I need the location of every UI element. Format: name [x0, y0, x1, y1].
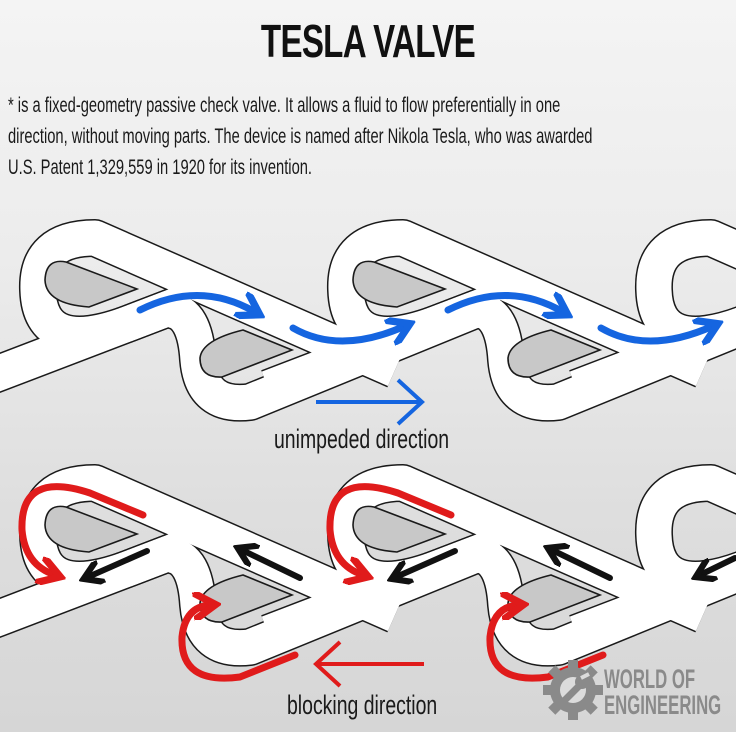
unimpeded-direction-label: unimpeded direction: [274, 424, 450, 454]
backflow-arrows-black: [88, 550, 736, 578]
page-title: TESLA VALVE: [260, 15, 476, 67]
logo-line-2: ENGINEERING: [604, 690, 722, 720]
description-line-1: * is a fixed-geometry passive check valv…: [8, 94, 561, 117]
description: * is a fixed-geometry passive check valv…: [8, 90, 708, 183]
flow-arrows-blue: [136, 295, 713, 341]
blocking-direction-label: blocking direction: [287, 690, 438, 720]
blocking-valve-diagram: [0, 483, 736, 682]
logo-line-1: WORLD OF: [604, 664, 696, 694]
flow-arrows-red: [18, 483, 607, 682]
description-line-2: direction, without moving parts. The dev…: [8, 125, 593, 148]
unimpeded-valve-diagram: [0, 238, 736, 426]
description-line-3: U.S. Patent 1,329,559 in 1920 for its in…: [8, 156, 313, 179]
blocking-direction-arrow: [313, 640, 424, 688]
gear-wrench-icon: [543, 660, 603, 720]
brand-logo-text: WORLD OF ENGINEERING: [604, 664, 722, 720]
unimpeded-direction-arrow: [316, 378, 425, 426]
